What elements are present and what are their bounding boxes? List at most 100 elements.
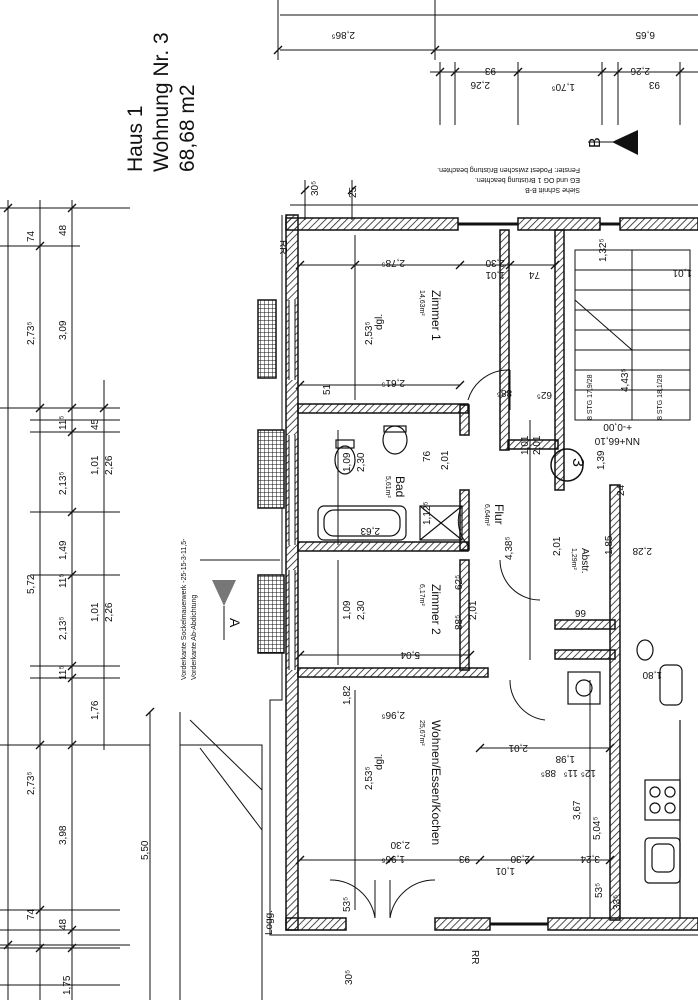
dim-int-4: 74 xyxy=(528,269,540,280)
dim-left-b-11: 48 xyxy=(58,918,69,930)
dim-int-1: 2,78⁵ xyxy=(381,257,405,268)
section-label-a: A xyxy=(227,618,243,628)
dim-top-7: 2,26 xyxy=(630,65,650,76)
dim-int-51: 1,85 xyxy=(604,535,615,555)
bathroom-fixtures xyxy=(317,425,683,706)
dim-left-c-3: 2,26 xyxy=(104,455,115,475)
dim-int-35: 3,24 xyxy=(580,853,600,864)
dim-int-25: 1,82 xyxy=(342,685,353,705)
note-fenster-2: EG und OG 1 Brüstung beachten. xyxy=(475,176,580,183)
room-abstr-name: Abstr. xyxy=(579,548,590,574)
dim-int-16: 1,01 xyxy=(520,435,531,455)
dim-int-26: 2,96⁵ xyxy=(381,709,405,720)
dim-int-56: RR xyxy=(469,950,480,964)
dim-int-46: 2,28 xyxy=(632,545,652,556)
dim-left-c-4: 1,01 xyxy=(90,602,101,622)
dim-int-50: 24 xyxy=(616,484,627,496)
dim-int-53: 30⁵ xyxy=(344,970,355,985)
top-dimension-chains xyxy=(273,0,698,220)
nn-label: NN+66,10 xyxy=(594,435,640,446)
dim-top-3: 93 xyxy=(484,65,496,76)
dim-left-b-2: 3,09 xyxy=(58,320,69,340)
note-fenster: Fenster: Podest zwischen Brüstung beacht… xyxy=(437,166,580,173)
room-wohnen-area: 25,67m² xyxy=(418,720,425,746)
dim-left-b-6: 11⁵ xyxy=(58,573,69,588)
dim-int-27: 2,53⁵ xyxy=(364,766,375,790)
dim-left-b-10: 3,98 xyxy=(58,825,69,845)
dim-int-15: 1,12⁵ xyxy=(422,501,433,525)
section-marker-a: A xyxy=(200,559,280,640)
dim-int-28: 2,30 xyxy=(390,839,410,850)
dim-int-29: 1,96⁵ xyxy=(381,853,405,864)
dim-top-9: 25 xyxy=(348,186,359,198)
dim-int-23: 2,30 xyxy=(356,600,367,620)
room-zimmer2-name: Zimmer 2 xyxy=(429,584,443,635)
note-vorderkante: Vorderkante Sockelmauerwerk -25-15-3-11,… xyxy=(181,538,188,680)
dim-int-31: 1,01 xyxy=(495,865,515,876)
dim-top-4: 2,26 xyxy=(470,79,490,90)
dim-int-17: 2,01 xyxy=(532,435,543,455)
dim-top-2: 6,65 xyxy=(635,29,655,40)
dim-int-43: 1,01 xyxy=(672,267,692,278)
dim-int-36: 33⁵ xyxy=(612,895,623,910)
dim-left-b-4: 2,13⁵ xyxy=(58,471,69,495)
dim-left-a-1: 74 xyxy=(26,230,37,242)
title-area: 68,68 m2 xyxy=(176,84,199,172)
dim-int-41: 11⁵ xyxy=(563,767,578,778)
dim-int-45: 1,80 xyxy=(642,669,662,680)
dim-int-55: RR xyxy=(277,240,288,254)
dgl-1: dgl. xyxy=(374,314,385,330)
room-zimmer2-area: 6,17m² xyxy=(418,584,425,606)
dim-int-33: 3,67 xyxy=(572,800,583,820)
dim-int-20: 88⁵ xyxy=(454,615,465,630)
dim-left-b-9: 1,76 xyxy=(90,700,101,720)
dim-int-10: 2,01 xyxy=(440,450,451,470)
room-flur-name: Flur xyxy=(492,504,506,525)
interior-walls xyxy=(297,229,621,921)
dim-left-c-5: 2,26 xyxy=(104,602,115,622)
interior-dimension-lines xyxy=(295,235,615,918)
room-abstr-area: 1,29m² xyxy=(570,548,577,570)
doors xyxy=(329,369,546,919)
dim-int-39: 1,98 xyxy=(555,753,575,764)
dim-int-48: 2,01 xyxy=(552,536,563,556)
section-marker-b: B xyxy=(587,130,638,155)
dim-int-13: 2,63 xyxy=(360,525,380,536)
dim-int-38: 2,01 xyxy=(508,742,528,753)
section-label-b: B xyxy=(587,137,604,148)
outer-walls xyxy=(269,204,698,936)
dim-int-37: 53⁵ xyxy=(342,897,353,912)
dim-int-9: 62⁵ xyxy=(537,389,552,400)
dim-int-40: 88⁵ xyxy=(541,767,556,778)
dim-left-a-3: 5,72 xyxy=(26,574,37,594)
dgl-2: dgl. xyxy=(374,754,385,770)
dim-int-11: 1,09 xyxy=(342,452,353,472)
dim-int-34: 5,04⁵ xyxy=(592,816,603,840)
dim-top-6: 93 xyxy=(648,79,660,90)
dim-int-6: 51 xyxy=(322,383,333,395)
dim-int-32: 2,30 xyxy=(510,853,530,864)
dim-int-52: 66 xyxy=(574,607,586,618)
dim-int-3: 2,30 xyxy=(485,257,505,268)
dim-left-b-7: 2,13⁵ xyxy=(58,616,69,640)
radiators xyxy=(257,299,285,654)
staircase-labels: 3 8 STG 17,9/28 8 STG 18,1/28 +-0,00 NN+… xyxy=(569,374,664,467)
stairs-label-2: 8 STG 18,1/28 xyxy=(657,374,664,420)
dim-left-b-3: 11⁵ xyxy=(58,415,69,430)
dim-int-24: 5,04 xyxy=(400,649,420,660)
title-block: Haus 1 Wohnung Nr. 3 68,68 m2 xyxy=(124,32,199,172)
dim-left-b-8: 11⁵ xyxy=(58,665,69,680)
dim-left-c-1: 45 xyxy=(90,418,101,430)
room-bad-name: Bad xyxy=(393,476,407,497)
dim-left-a-5: 74 xyxy=(26,908,37,920)
dim-int-19: 62⁵ xyxy=(454,575,465,590)
top-dimension-labels: 2,86⁵ 6,65 93 2,26 1,70⁵ 93 2,26 30⁵ 25 xyxy=(310,29,660,198)
notes: Fenster: Podest zwischen Brüstung beacht… xyxy=(181,166,580,680)
stairs-label-1: 8 STG 17,9/28 xyxy=(587,374,594,420)
room-zimmer1-area: 14,63m² xyxy=(418,290,425,316)
dim-int-54: 53⁵ xyxy=(594,883,605,898)
left-dimension-labels: 1,75 5,50 74 2,73⁵ 5,72 2,73⁵ 74 48 3,09… xyxy=(26,224,151,995)
dim-left-a-4: 2,73⁵ xyxy=(26,771,37,795)
dim-int-18: 4,38⁵ xyxy=(504,536,515,560)
